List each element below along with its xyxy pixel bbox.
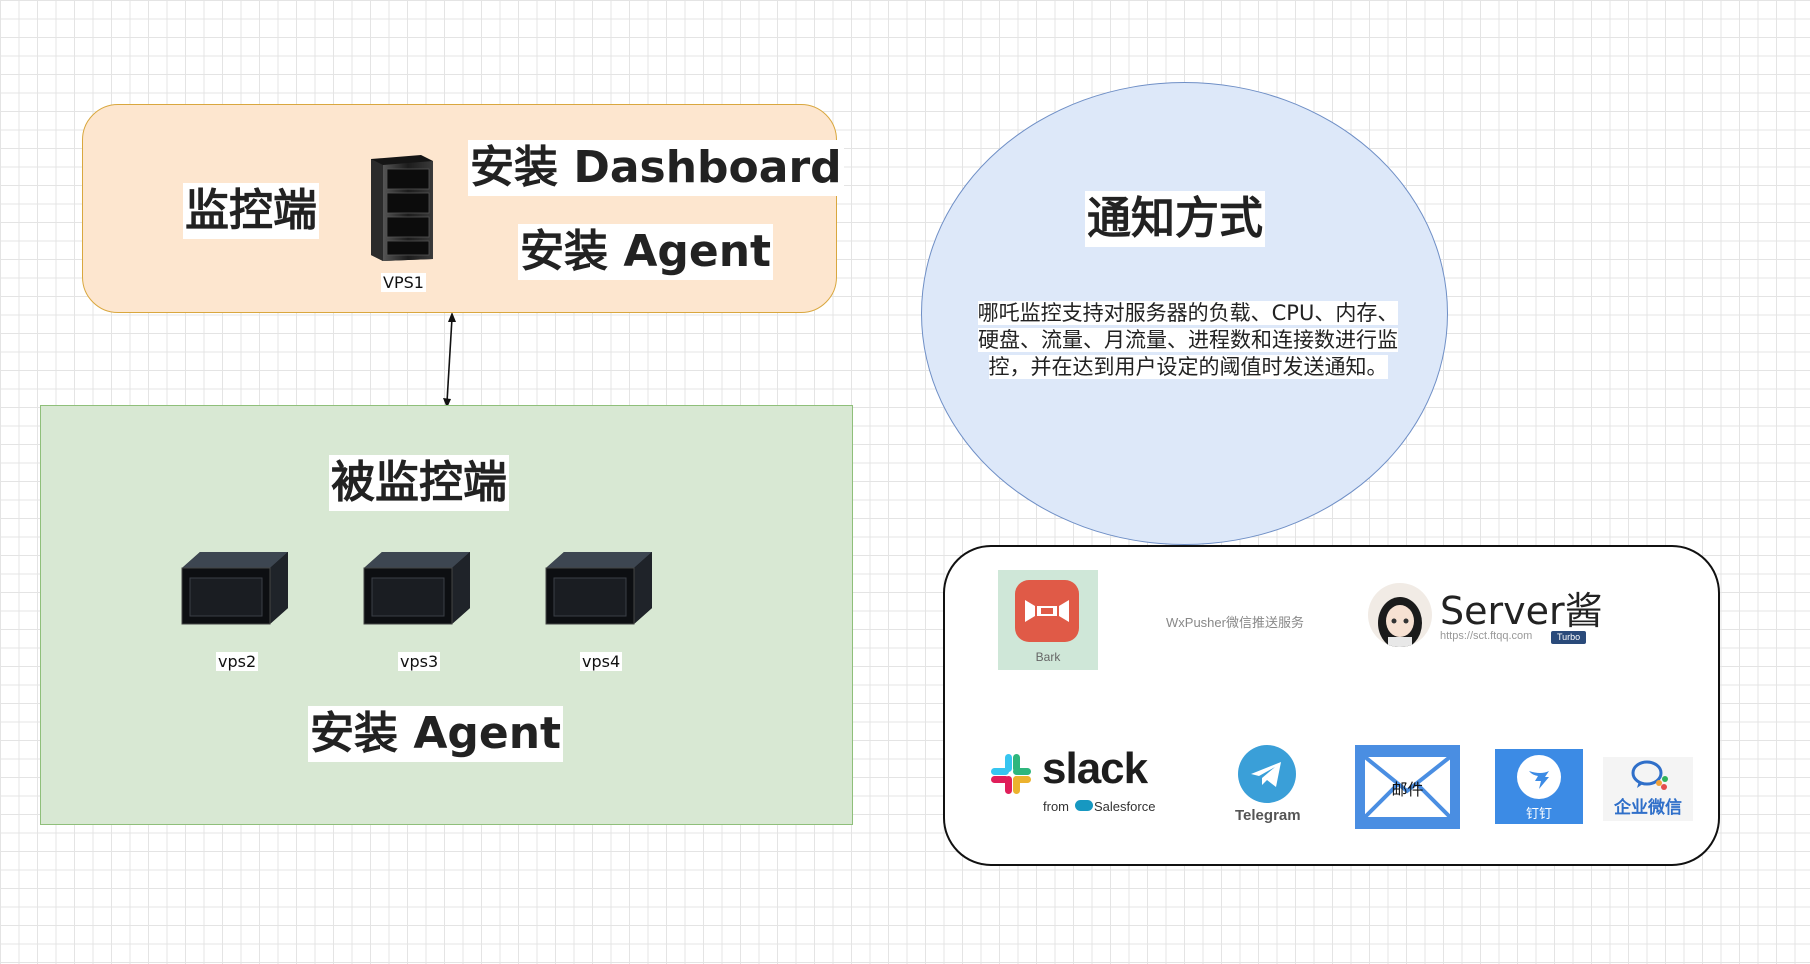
vps3-label: vps3 [398,652,441,671]
install-agent-text: 安装 Agent [518,224,774,280]
wecom-icon: 企业微信 [1603,757,1693,821]
vps1-label: VPS1 [381,273,426,292]
monitor-title: 监控端 [183,183,319,239]
monitored-install-agent-text: 安装 Agent [308,706,564,762]
serverchan-avatar-icon [1368,583,1432,647]
vps2-label: vps2 [216,652,259,671]
vps4-label: vps4 [580,652,623,671]
notification-title: 通知方式 [1085,191,1265,247]
description-text: 哪吒监控支持对服务器的负载、CPU、内存、硬盘、流量、月流量、进程数和连接数进行… [977,301,1399,379]
salesforce-cloud-icon [1075,800,1093,811]
serverchan-title: Server酱 [1440,589,1603,633]
server-icon [542,548,654,626]
bark-label: Bark [1035,650,1061,664]
wxpusher-label: WxPusher微信推送服务 [1166,615,1304,630]
server-icon [360,548,472,626]
wecom-label: 企业微信 [1614,798,1682,818]
connector-arrow [443,312,456,408]
telegram-icon [1238,745,1296,803]
dingtalk-label: 钉钉 [1525,807,1552,822]
email-envelope-icon: 邮件 [1355,745,1460,829]
bark-icon: Bark [998,570,1098,670]
notification-description: 哪吒监控支持对服务器的负载、CPU、内存、硬盘、流量、月流量、进程数和连接数进行… [968,300,1408,381]
server-tower-icon [369,153,435,263]
email-label: 邮件 [1391,780,1424,799]
slack-salesforce-label: Salesforce [1094,799,1156,814]
slack-from-label: from [1043,799,1069,814]
serverchan-badge: Turbo [1551,631,1587,644]
dingtalk-icon: 钉钉 [1495,749,1583,824]
monitored-title: 被监控端 [329,455,509,511]
serverchan-url: https://sct.ftqq.com [1440,630,1533,642]
install-dashboard-text: 安装 Dashboard [468,140,844,196]
slack-wordmark: slack [1042,744,1148,793]
slack-logo-icon [989,752,1033,796]
telegram-label: Telegram [1235,807,1301,824]
server-icon [178,548,290,626]
